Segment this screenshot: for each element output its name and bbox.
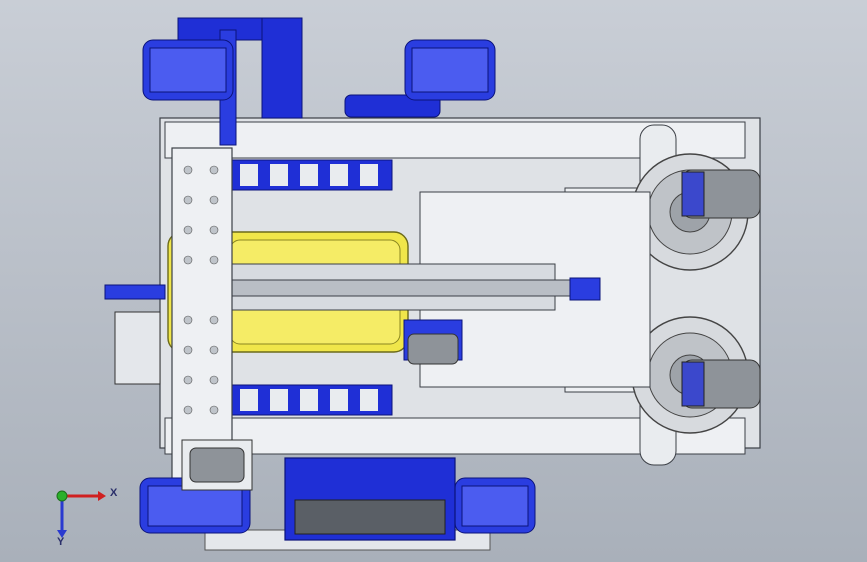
motor-row-bottom xyxy=(231,384,393,416)
y-axis-label: Y xyxy=(57,536,65,548)
center-motor-body xyxy=(407,333,459,365)
top-bracket-leg xyxy=(261,17,303,119)
slide-end-block xyxy=(569,277,601,301)
left-plate-holes xyxy=(183,165,219,415)
bottom-left-motor-body xyxy=(189,447,245,483)
motor-row-top xyxy=(231,159,393,191)
motor-mount-top xyxy=(681,171,705,217)
linear-slide-inner xyxy=(179,279,591,297)
bottom-tray-inner xyxy=(294,499,446,535)
mecanum-wheel-top-right xyxy=(404,39,496,101)
axis-triad-graphic xyxy=(56,490,106,538)
mecanum-wheel-bottom-right xyxy=(454,477,536,534)
x-axis-label: X xyxy=(110,487,118,499)
mecanum-wheel-top-left xyxy=(142,39,234,101)
left-servo xyxy=(104,284,166,300)
axis-triad: X Y xyxy=(40,478,120,548)
left-servo-body xyxy=(114,311,161,385)
motor-mount-bottom xyxy=(681,361,705,407)
